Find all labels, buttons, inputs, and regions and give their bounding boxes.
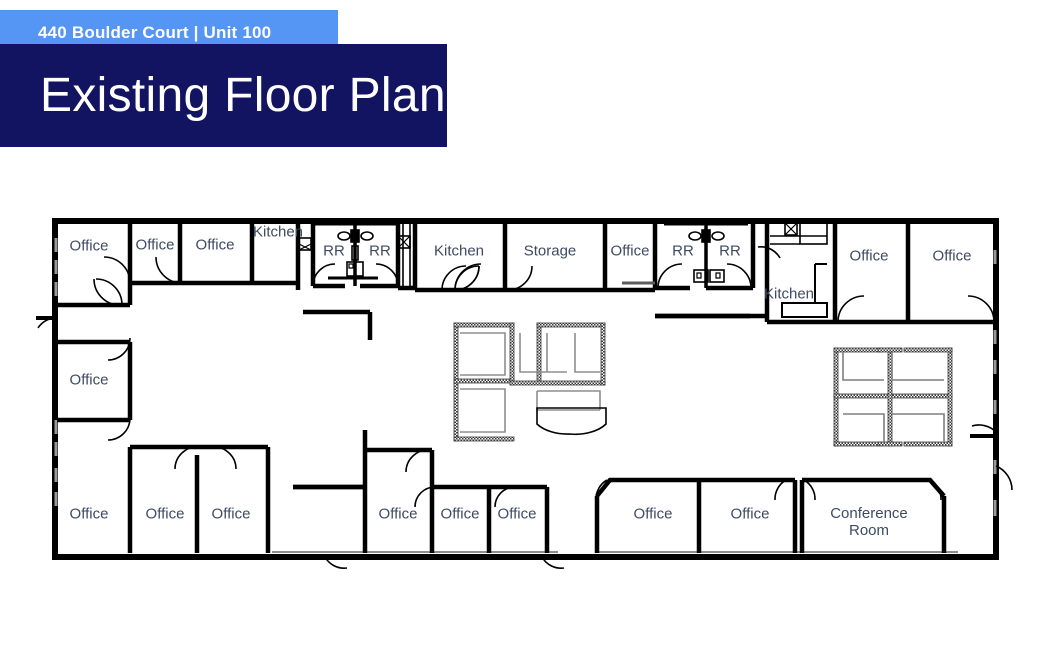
plan-title-banner: Existing Floor Plan <box>0 44 447 147</box>
corridor-stubs <box>293 313 750 490</box>
plan-title-text: Existing Floor Plan <box>40 69 446 122</box>
interior-walls-top <box>57 221 996 340</box>
door-swings <box>36 246 1013 569</box>
restroom-fixtures-left <box>298 221 411 288</box>
restroom-fixtures-right <box>664 222 828 288</box>
cubicle-cluster-center <box>453 322 607 442</box>
kitchen-counter <box>781 263 828 318</box>
cubicle-cluster-right <box>833 347 953 447</box>
title-block: 440 Boulder Court | Unit 100 Existing Fl… <box>0 0 460 160</box>
address-text: 440 Boulder Court | Unit 100 <box>38 22 272 42</box>
exterior-walls <box>52 218 999 560</box>
